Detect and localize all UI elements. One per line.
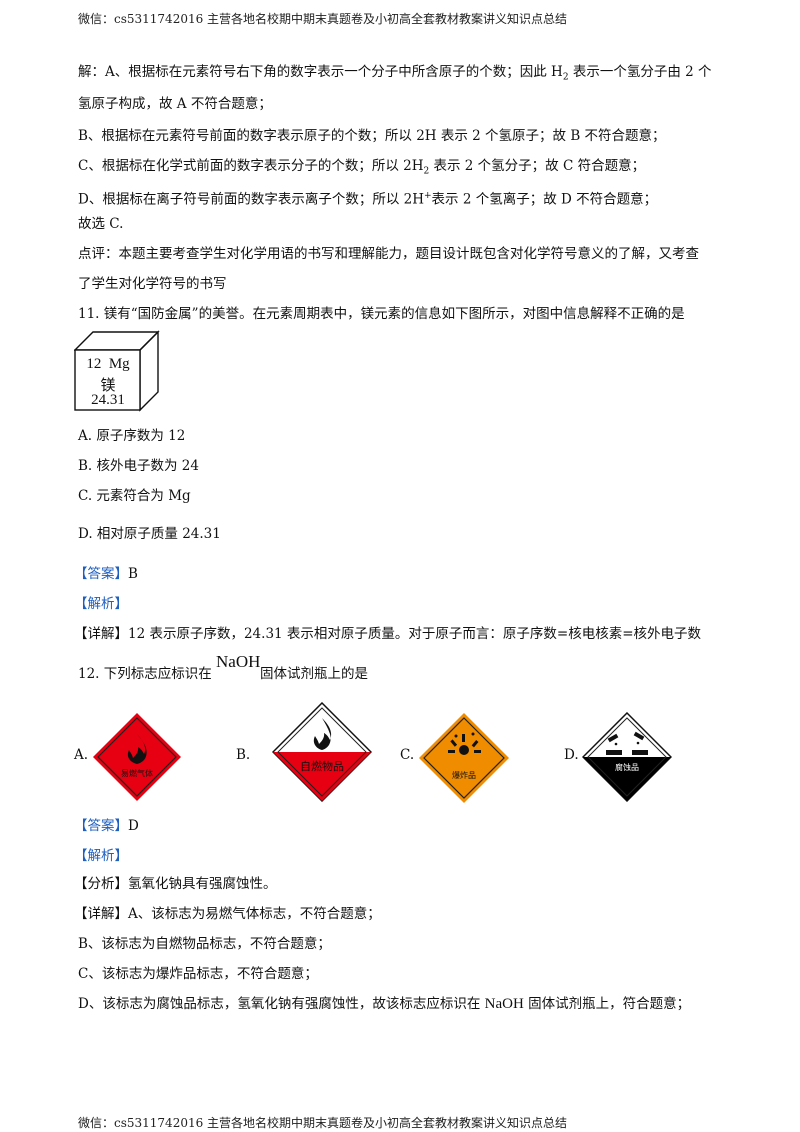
q12-detail-d: D、该标志为腐蚀品标志，氢氧化钠有强腐蚀性，故该标志应标识在 NaOH 固体试剂… bbox=[78, 996, 691, 1012]
q10-conclusion: 故选 C. bbox=[78, 216, 124, 232]
q11-option-a: A. 原子序数为 12 bbox=[78, 428, 186, 444]
corrosive-diamond bbox=[581, 711, 673, 803]
sign-c-label: 爆炸品 bbox=[452, 771, 476, 780]
q12-option-d-letter: D. bbox=[564, 747, 579, 763]
q12-detail-formula: NaOH bbox=[484, 996, 524, 1012]
sign-b-label: 自燃物品 bbox=[300, 760, 344, 773]
q12-analysis-tag: 【解析】 bbox=[74, 848, 128, 864]
flammable-gas-diamond bbox=[93, 713, 181, 801]
page-footer: 微信：cs5311742016 主营各地名校期中期末真题卷及小初高全套教材教案讲… bbox=[78, 1116, 568, 1130]
q12-analyze: 【分析】氢氧化钠具有强腐蚀性。 bbox=[74, 876, 277, 892]
cube-outline bbox=[73, 330, 160, 412]
q11-detail: 【详解】12 表示原子序数，24.31 表示相对原子质量。对于原子而言：原子序数… bbox=[74, 626, 702, 642]
q12-stem-part2: 固体试剂瓶上的是 bbox=[260, 666, 368, 682]
q11-answer: 【答案】B bbox=[74, 566, 138, 582]
q10-line1: 解：A、根据标在元素符号右下角的数字表示一个分子中所含原子的个数；因此 H2 表… bbox=[78, 64, 712, 83]
sign-spontaneous-combustion: 自燃物品 bbox=[271, 701, 373, 803]
q10-line3: B、根据标在元素符号前面的数字表示原子的个数；所以 2H 表示 2 个氢原子；故… bbox=[78, 128, 666, 144]
q12-option-a-letter: A. bbox=[74, 747, 89, 763]
explosive-diamond bbox=[419, 713, 509, 803]
sign-explosive: 爆炸品 bbox=[418, 712, 510, 804]
sign-flammable-gas: 易燃气体 bbox=[92, 712, 182, 802]
q11-option-b: B. 核外电子数为 24 bbox=[78, 458, 199, 474]
q12-detail-b: B、该标志为自燃物品标志，不符合题意； bbox=[78, 936, 331, 952]
q11-option-d: D. 相对原子质量 24.31 bbox=[78, 526, 221, 542]
element-cube: 12 Mg 镁 24.31 bbox=[73, 330, 160, 412]
cube-atomic-mass: 24.31 bbox=[91, 392, 125, 408]
q11-option-c: C. 元素符合为 Mg bbox=[78, 488, 191, 504]
q10-line2: 氢原子构成，故 A 不符合题意； bbox=[78, 96, 272, 112]
sign-d-label: 腐蚀品 bbox=[615, 763, 639, 772]
sign-corrosive: 腐蚀品 bbox=[581, 711, 673, 803]
q12-stem-part1: 12. 下列标志应标识在 bbox=[78, 666, 212, 682]
q10-comment-line2: 了学生对化学符号的书写 bbox=[78, 276, 227, 292]
q10-line5: D、根据标在离子符号前面的数字表示离子个数；所以 2H+表示 2 个氢离子；故 … bbox=[78, 191, 658, 208]
flame-icon bbox=[127, 734, 147, 764]
q11-stem: 11. 镁有“国防金属”的美誉。在元素周期表中，镁元素的信息如下图所示，对图中信… bbox=[78, 306, 685, 322]
q12-option-c-letter: C. bbox=[400, 747, 415, 763]
spontaneous-combustion-diamond bbox=[271, 701, 373, 803]
q12-formula: NaOH bbox=[216, 652, 261, 671]
q12-option-b-letter: B. bbox=[236, 747, 251, 763]
q12-detail-a: 【详解】A、该标志为易燃气体标志，不符合题意； bbox=[74, 906, 381, 922]
cube-number-symbol: 12 Mg bbox=[86, 356, 130, 372]
flame-icon bbox=[313, 718, 332, 750]
page-header: 微信：cs5311742016 主营各地名校期中期末真题卷及小初高全套教材教案讲… bbox=[78, 12, 568, 26]
cube-element-name: 镁 bbox=[100, 378, 116, 394]
sign-a-label: 易燃气体 bbox=[121, 769, 153, 778]
q12-answer: 【答案】D bbox=[74, 818, 139, 834]
q12-detail-c: C、该标志为爆炸品标志，不符合题意； bbox=[78, 966, 318, 982]
q10-comment-line1: 点评：本题主要考查学生对化学用语的书写和理解能力，题目设计既包含对化学符号意义的… bbox=[78, 246, 699, 262]
q10-line4: C、根据标在化学式前面的数字表示分子的个数；所以 2H2 表示 2 个氢分子；故… bbox=[78, 158, 646, 177]
q11-analysis-tag: 【解析】 bbox=[74, 596, 128, 612]
corrosion-icon bbox=[606, 731, 648, 755]
explosion-icon bbox=[448, 732, 481, 755]
